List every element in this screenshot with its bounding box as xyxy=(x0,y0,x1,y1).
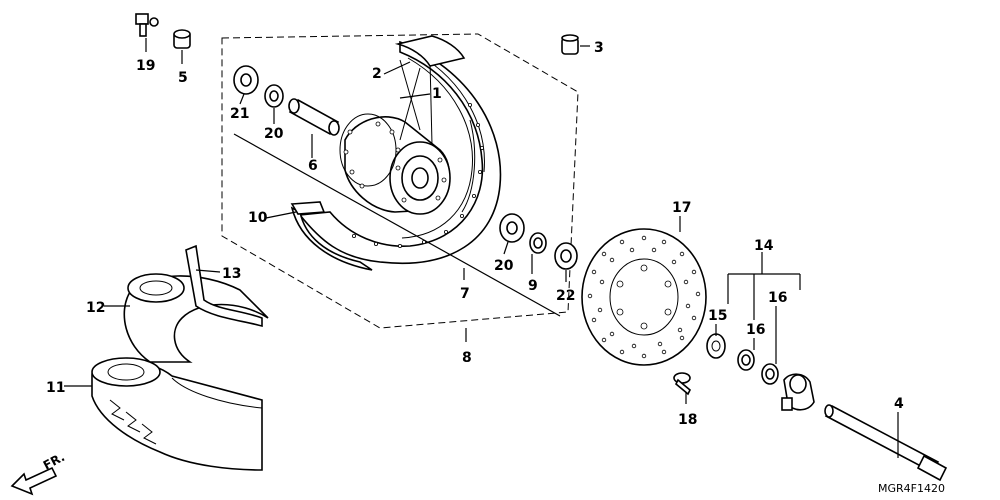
speedometer-gearbox xyxy=(781,373,815,411)
tube-rim-band xyxy=(185,244,263,328)
rim-band xyxy=(290,201,373,271)
label-part-14: 14 xyxy=(754,238,774,254)
tire xyxy=(91,357,263,471)
bearing-20-lower xyxy=(499,213,525,243)
bolt-19 xyxy=(135,13,159,37)
front-arrow-icon xyxy=(10,466,58,496)
diagram-code: MGR4F1420 xyxy=(878,482,945,495)
label-part-9: 9 xyxy=(528,278,538,294)
label-part-10: 10 xyxy=(248,210,268,226)
wheel-rim xyxy=(298,40,502,264)
front-direction-label: FR. xyxy=(41,450,67,473)
label-part-21: 21 xyxy=(230,106,249,122)
label-part-3: 3 xyxy=(594,40,604,56)
wheel-assembly-boundary xyxy=(221,33,579,329)
front-direction-indicator: FR. xyxy=(10,450,67,496)
label-part-2: 2 xyxy=(372,66,382,82)
part-labels: 1 2 3 4 5 6 7 8 9 10 11 12 13 14 15 16 1… xyxy=(46,40,904,428)
bearing-21 xyxy=(233,65,259,95)
balance-weight xyxy=(394,35,466,67)
label-part-13: 13 xyxy=(222,266,241,282)
label-part-16-right: 16 xyxy=(768,290,787,306)
label-part-11: 11 xyxy=(46,380,65,396)
label-part-4: 4 xyxy=(894,396,904,412)
label-part-5: 5 xyxy=(178,70,188,86)
disc-mount-holes xyxy=(616,264,672,330)
label-part-22: 22 xyxy=(556,288,575,304)
valve-cap xyxy=(561,34,579,55)
label-part-15: 15 xyxy=(708,308,727,324)
front-axle xyxy=(824,404,948,482)
label-part-7: 7 xyxy=(460,286,470,302)
dust-seal-20-top xyxy=(264,84,284,108)
rim-vent-holes xyxy=(351,103,484,248)
distance-collar xyxy=(288,98,340,136)
speedometer-gear xyxy=(706,333,726,359)
collar-5 xyxy=(173,29,191,49)
label-part-20-lower: 20 xyxy=(494,258,514,274)
label-part-19: 19 xyxy=(136,58,155,74)
label-part-16-left: 16 xyxy=(746,322,765,338)
circlip xyxy=(529,232,547,254)
disc-holes xyxy=(587,235,701,359)
dust-seal-22 xyxy=(554,242,578,270)
label-part-8: 8 xyxy=(462,350,472,366)
label-part-20-upper: 20 xyxy=(264,126,284,142)
washer-16-left xyxy=(737,349,755,371)
label-part-12: 12 xyxy=(86,300,105,316)
label-part-17: 17 xyxy=(672,200,691,216)
leader-lines xyxy=(64,38,899,458)
label-part-6: 6 xyxy=(308,158,318,174)
brake-disc xyxy=(581,228,707,366)
label-part-1: 1 xyxy=(432,86,442,102)
disc-bolt xyxy=(673,372,691,396)
hub-disc-holes xyxy=(343,121,447,203)
washer-16-right xyxy=(761,363,779,385)
label-part-18: 18 xyxy=(678,412,697,428)
